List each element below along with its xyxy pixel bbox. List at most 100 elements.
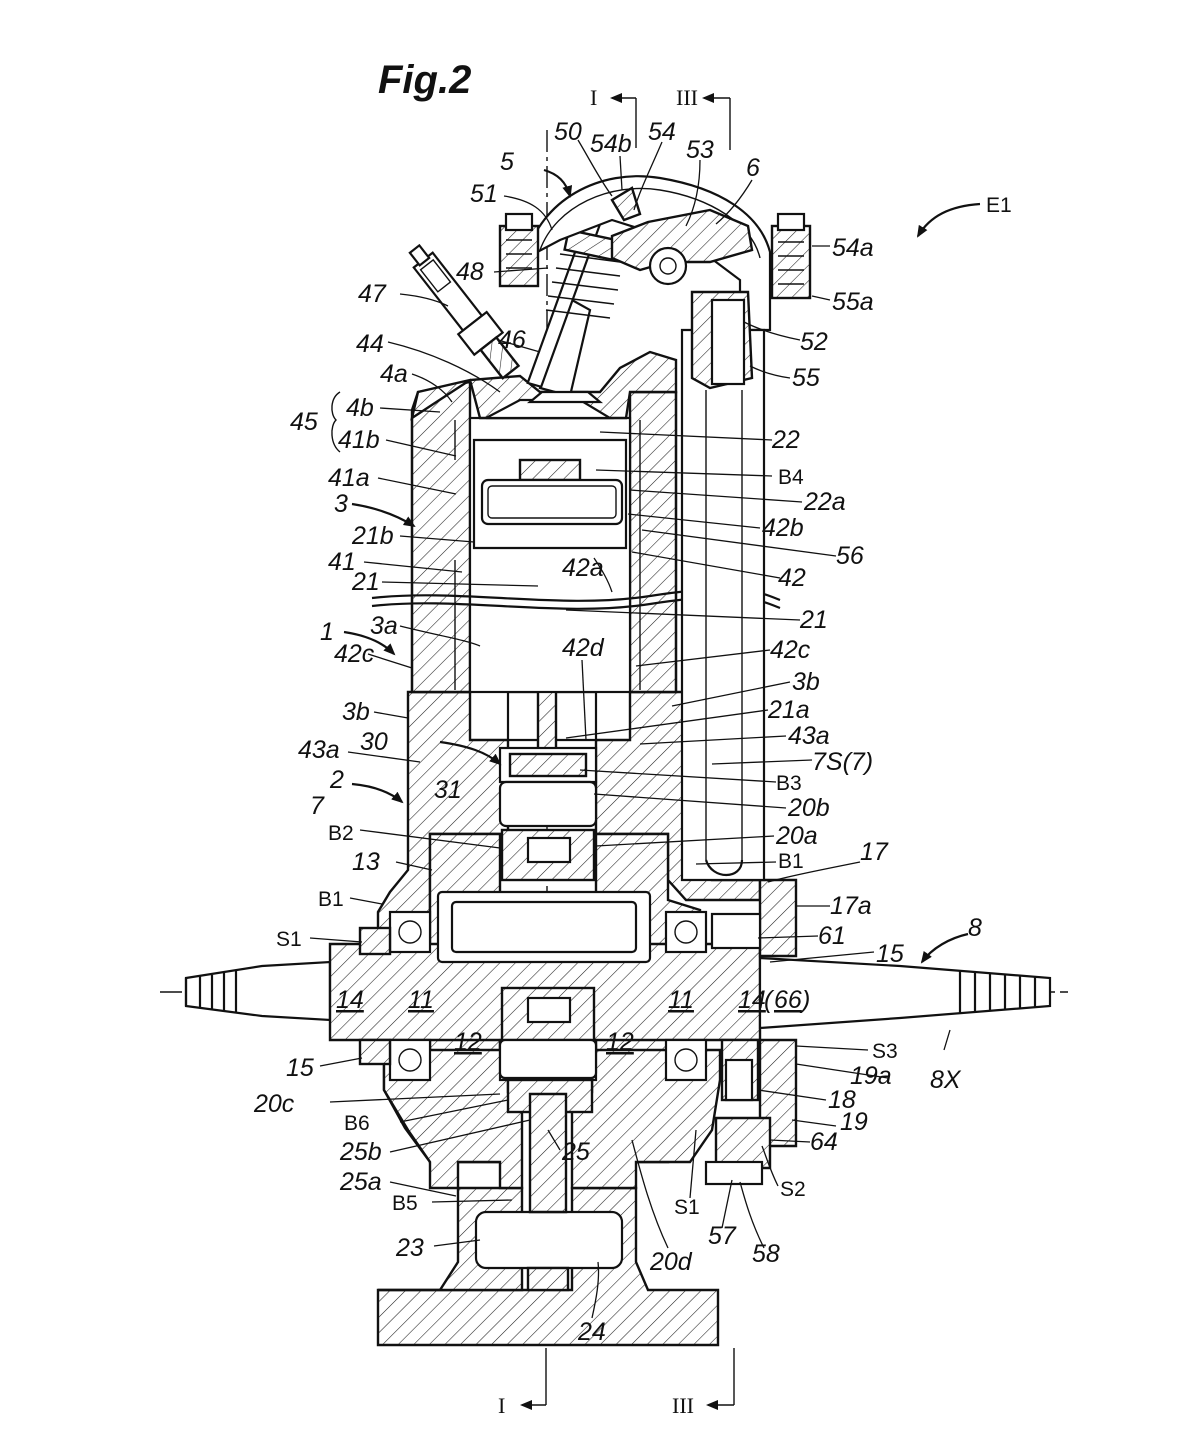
label-S2: S2: [780, 1178, 806, 1201]
label-S1-bottom: S1: [674, 1196, 700, 1219]
section-marker-top: I III: [590, 85, 731, 150]
thread-right: [958, 970, 1037, 1014]
label-25a: 25a: [339, 1168, 382, 1196]
section-marker-top-right: III: [676, 85, 698, 110]
leader-lines: [309, 139, 951, 1319]
callout-labels: 50 54b 54 53 5 6 51 E1 54a 48 47 55a 46 …: [253, 118, 1012, 1346]
gear-61: [710, 912, 762, 950]
label-42c-left: 42c: [334, 640, 375, 668]
bearing-right-lower: [664, 1038, 708, 1082]
label-7S: 7S(7): [812, 748, 873, 776]
roller-20b: [498, 780, 598, 828]
label-S1-left: S1: [276, 928, 302, 951]
head-bolt-left: [498, 212, 540, 288]
arrow-E1: [916, 202, 981, 238]
label-61: 61: [818, 922, 846, 950]
label-B1-left: B1: [318, 888, 344, 911]
arrow-30: [439, 740, 502, 766]
rocker-arm: [610, 208, 754, 272]
label-13: 13: [352, 848, 380, 876]
roller-20c: [498, 1038, 598, 1080]
shaft-end-right: [758, 956, 1052, 1030]
label-21-left: 21: [351, 568, 380, 596]
label-42c-right: 42c: [770, 636, 811, 664]
section-marker-bottom: I III: [498, 1348, 735, 1418]
label-43a-left: 43a: [298, 736, 340, 764]
label-41: 41: [328, 548, 356, 576]
label-4b: 4b: [346, 394, 374, 422]
label-19: 19: [840, 1108, 868, 1136]
label-54b: 54b: [590, 130, 632, 158]
valve-head: [526, 390, 604, 404]
label-14-right: 14: [738, 986, 766, 1014]
label-14-left: 14: [336, 986, 364, 1014]
label-B2: B2: [328, 822, 354, 845]
label-3a: 3a: [370, 612, 398, 640]
label-48: 48: [456, 258, 484, 286]
label-B1-right: B1: [778, 850, 804, 873]
label-S3: S3: [872, 1040, 898, 1063]
bearing-B3: [508, 752, 588, 778]
label-45: 45: [290, 408, 318, 436]
label-54a: 54a: [832, 234, 874, 262]
arrow-1: [343, 630, 396, 656]
section-marker-bottom-left: I: [498, 1393, 505, 1418]
label-7: 7: [310, 792, 325, 820]
label-24: 24: [577, 1318, 606, 1346]
lower-case-left: [382, 1048, 524, 1190]
label-31: 31: [434, 776, 462, 804]
label-25b: 25b: [339, 1138, 382, 1166]
housing-17: [758, 878, 798, 958]
label-19a: 19a: [850, 1062, 892, 1090]
label-12-left: 12: [454, 1028, 482, 1056]
spark-plug: [408, 243, 521, 380]
label-30: 30: [360, 728, 388, 756]
bearing-B2: [526, 836, 572, 864]
roller-23: [474, 1210, 624, 1270]
label-8: 8: [968, 914, 982, 942]
label-12-right: 12: [606, 1028, 634, 1056]
label-11-right: 11: [668, 986, 694, 1014]
label-B5: B5: [392, 1192, 418, 1215]
label-57: 57: [708, 1222, 737, 1250]
label-17: 17: [860, 838, 889, 866]
adjuster-54b: [610, 186, 642, 222]
arrow-5: [543, 168, 573, 198]
label-17a: 17a: [830, 892, 872, 920]
label-66: 66: [774, 986, 802, 1014]
bearing-right: [664, 910, 708, 954]
arrow-8: [920, 932, 969, 964]
label-21a: 21a: [767, 696, 810, 724]
label-23: 23: [395, 1234, 424, 1262]
label-20d: 20d: [649, 1248, 693, 1276]
label-15-right: 15: [876, 940, 904, 968]
label-47: 47: [358, 280, 387, 308]
lower-case-right: [570, 1048, 722, 1190]
arrow-2: [351, 782, 404, 804]
pushrod-tube: [680, 328, 766, 882]
label-42d: 42d: [562, 634, 605, 662]
label-21-right: 21: [799, 606, 828, 634]
label-51: 51: [470, 180, 498, 208]
label-3b-left: 3b: [342, 698, 370, 726]
bolt-57-head: [714, 1116, 772, 1170]
label-1: 1: [320, 618, 334, 646]
label-21b: 21b: [351, 522, 394, 550]
label-B4: B4: [778, 466, 804, 489]
label-64: 64: [810, 1128, 838, 1156]
piston-pin: [480, 478, 624, 526]
brace-45: [331, 391, 341, 453]
label-6: 6: [746, 154, 760, 182]
bearing-left: [358, 910, 432, 956]
label-42: 42: [778, 564, 806, 592]
label-22: 22: [771, 426, 800, 454]
label-52: 52: [800, 328, 828, 356]
label-41a: 41a: [328, 464, 370, 492]
crankpin-bearing: [450, 900, 638, 954]
label-22a: 22a: [803, 488, 846, 516]
pushrod: [705, 390, 743, 860]
label-55a: 55a: [832, 288, 874, 316]
spring-64: [724, 1058, 754, 1102]
label-54: 54: [648, 118, 676, 146]
label-55: 55: [792, 364, 820, 392]
